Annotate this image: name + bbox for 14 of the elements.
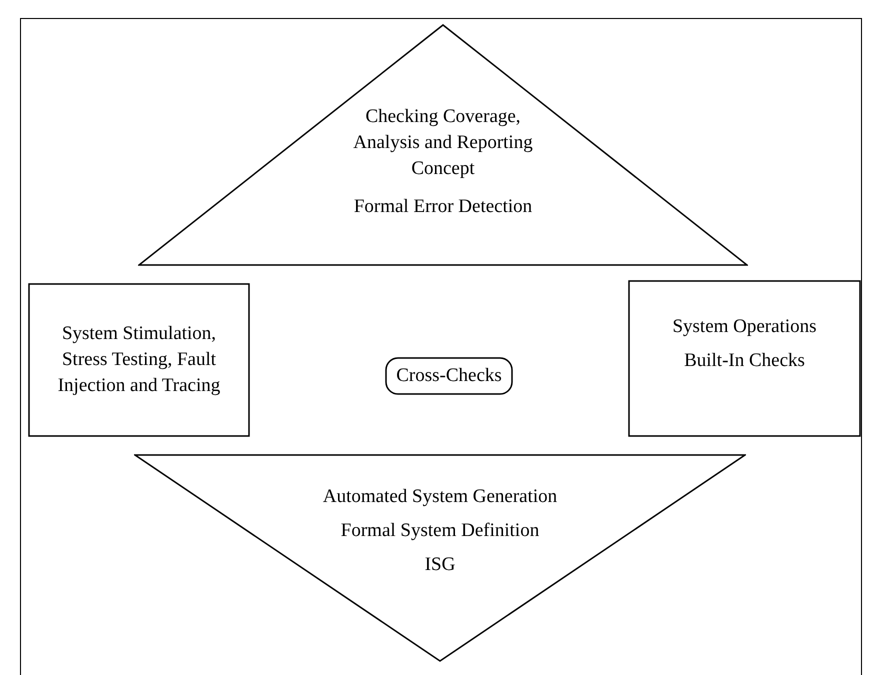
- node-text: System Operations: [672, 315, 817, 339]
- process-triangle: [138, 24, 748, 266]
- process-triangle: [134, 454, 746, 662]
- cross-checks-pill: [385, 357, 513, 395]
- node-text: Built-In Checks: [684, 349, 805, 373]
- node-text: System Stimulation, Stress Testing, Fault Injection and Tracing: [56, 322, 222, 398]
- node-text: Automated System Generation: [322, 485, 558, 509]
- process-box: [28, 283, 250, 437]
- node-text: Cross-Checks: [396, 364, 502, 388]
- node-text: Checking Coverage, Analysis and Reporting Concept: [352, 105, 534, 181]
- node-text: Formal Error Detection: [354, 195, 532, 219]
- node-text: Formal System Definition: [340, 519, 540, 543]
- process-box: [628, 280, 861, 437]
- node-text: ISG: [424, 553, 456, 577]
